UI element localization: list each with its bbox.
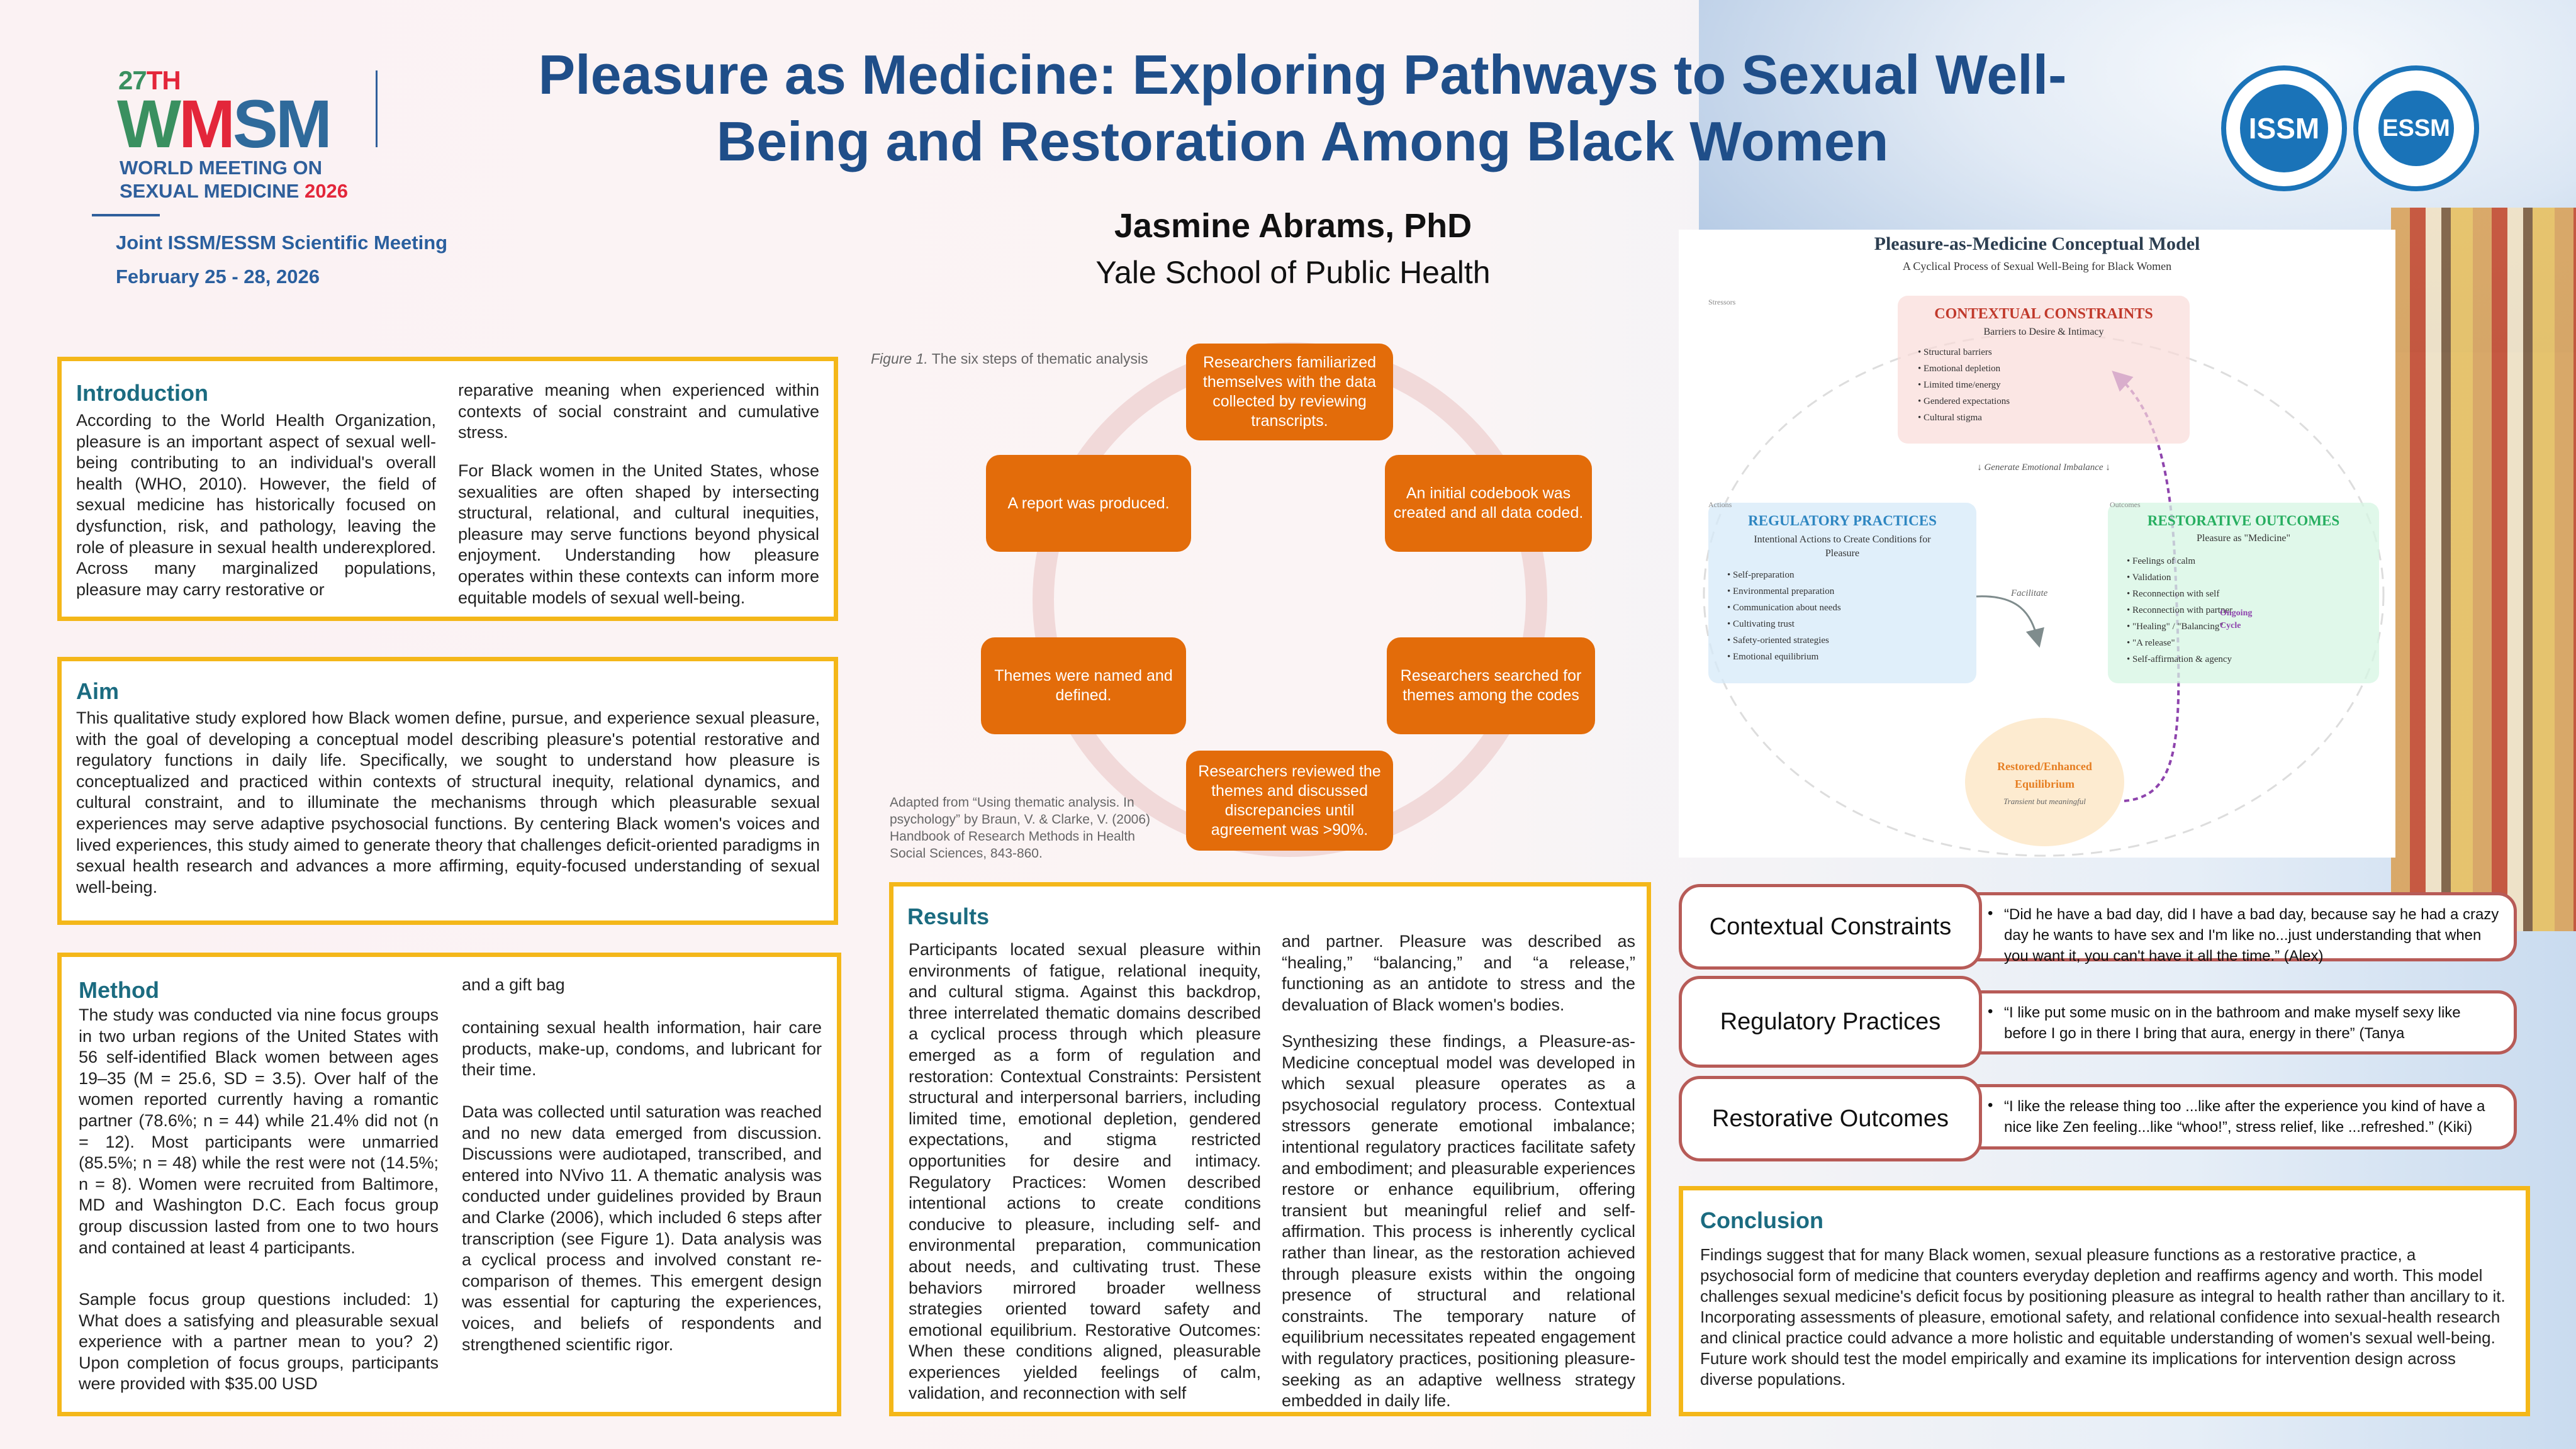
aim-section: Aim This qualitative study explored how … bbox=[57, 657, 838, 925]
actions-label: Actions bbox=[1708, 500, 1732, 509]
introduction-heading: Introduction bbox=[76, 380, 208, 406]
affiliation: Yale School of Public Health bbox=[1095, 255, 1491, 290]
essm-logo: ESSM bbox=[2353, 65, 2479, 191]
introduction-section: Introduction According to the World Heal… bbox=[57, 357, 838, 621]
method-col2a: and a gift bag bbox=[462, 975, 565, 994]
equilibrium-sub: Transient but meaningful bbox=[2003, 797, 2086, 806]
method-heading: Method bbox=[79, 977, 159, 1003]
regulatory-box: REGULATORY PRACTICES Intentional Actions… bbox=[1708, 503, 1976, 683]
logo-line1: WORLD MEETING ON bbox=[120, 157, 323, 179]
figure-caption-label: Figure 1. bbox=[871, 350, 928, 367]
regulatory-sub: Intentional Actions to Create Conditions… bbox=[1754, 534, 1931, 559]
meeting-dates: February 25 - 28, 2026 bbox=[116, 266, 320, 288]
theme-restorative: Restorative Outcomes bbox=[1679, 1076, 1982, 1161]
results-col1: Participants located sexual pleasure wit… bbox=[909, 940, 1261, 1403]
restorative-item: Reconnection with partner bbox=[2127, 602, 2373, 618]
author: Jasmine Abrams, PhD bbox=[1114, 207, 1472, 245]
restorative-sub: Pleasure as "Medicine" bbox=[2196, 533, 2290, 544]
ongoing-cycle-label: Ongoing Cycle bbox=[2220, 608, 2253, 630]
quote-restorative: “I like the release thing too ...like af… bbox=[1976, 1084, 2517, 1150]
restorative-item: Validation bbox=[2127, 569, 2373, 586]
regulatory-item: Emotional equilibrium bbox=[1727, 649, 1970, 665]
figure-source: Adapted from “Using thematic analysis. I… bbox=[890, 795, 1151, 861]
issm-logo: ISSM bbox=[2221, 65, 2347, 191]
results-col2a: and partner. Pleasure was described as “… bbox=[1282, 932, 1635, 1014]
equilibrium-circle: Restored/Enhanced Equilibrium Transient … bbox=[1965, 718, 2124, 846]
model-subtitle: A Cyclical Process of Sexual Well-Being … bbox=[1902, 260, 2172, 272]
method-section: Method The study was conducted via nine … bbox=[57, 953, 841, 1416]
conclusion-section: Conclusion Findings suggest that for man… bbox=[1679, 1186, 2530, 1416]
aim-heading: Aim bbox=[76, 678, 120, 704]
method-col1a: The study was conducted via nine focus g… bbox=[79, 1005, 439, 1257]
restorative-item: "Healing" / "Balancing" bbox=[2127, 618, 2373, 635]
method-col1b: Sample focus group questions included: 1… bbox=[79, 1290, 439, 1394]
step-5: Themes were named and defined. bbox=[981, 637, 1186, 734]
logo-year: 2026 bbox=[304, 180, 348, 202]
conclusion-text: Findings suggest that for many Black wom… bbox=[1700, 1245, 2506, 1389]
constraint-item: Gendered expectations bbox=[1918, 393, 2183, 410]
theme-contextual: Contextual Constraints bbox=[1679, 884, 1982, 970]
results-col2b: Synthesizing these findings, a Pleasure-… bbox=[1282, 1032, 1635, 1411]
quote-contextual: “Did he have a bad day, did I have a bad… bbox=[1976, 892, 2517, 965]
outcomes-label: Outcomes bbox=[2110, 500, 2141, 509]
step-3: Researchers searched for themes among th… bbox=[1387, 637, 1595, 734]
facilitate-arrow bbox=[1976, 595, 2044, 648]
restorative-item: Self-affirmation & agency bbox=[2127, 651, 2373, 668]
conclusion-heading: Conclusion bbox=[1700, 1207, 1823, 1233]
introduction-col2b: For Black women in the United States, wh… bbox=[458, 461, 819, 607]
theme-regulatory: Regulatory Practices bbox=[1679, 976, 1982, 1068]
step-1: Researchers familiarized themselves with… bbox=[1186, 344, 1393, 440]
facilitate-label: Facilitate bbox=[2011, 588, 2048, 598]
figure-caption: The six steps of thematic analysis bbox=[927, 350, 1148, 367]
introduction-col2a: reparative meaning when experienced with… bbox=[458, 381, 819, 442]
results-heading: Results bbox=[907, 904, 990, 929]
regulatory-item: Safety-oriented strategies bbox=[1727, 632, 1970, 649]
restorative-item: Feelings of calm bbox=[2127, 553, 2373, 569]
method-col2b: containing sexual health information, ha… bbox=[462, 1018, 822, 1080]
logo-line2: SEXUAL MEDICINE bbox=[120, 180, 300, 202]
meeting-name: Joint ISSM/ESSM Scientific Meeting bbox=[116, 232, 448, 254]
aim-text: This qualitative study explored how Blac… bbox=[76, 708, 820, 897]
constraints-sub: Barriers to Desire & Intimacy bbox=[1983, 327, 2104, 337]
equilibrium-title: Restored/Enhanced Equilibrium bbox=[1997, 760, 2092, 790]
thematic-analysis-figure: Figure 1. The six steps of thematic anal… bbox=[871, 337, 1643, 871]
regulatory-item: Self-preparation bbox=[1727, 567, 1970, 583]
step-2: An initial codebook was created and all … bbox=[1385, 455, 1592, 552]
constraints-title: CONTEXTUAL CONSTRAINTS bbox=[1934, 306, 2153, 322]
conceptual-model: Pleasure-as-Medicine Conceptual Model A … bbox=[1679, 230, 2395, 858]
regulatory-item: Cultivating trust bbox=[1727, 616, 1970, 632]
introduction-col1: According to the World Health Organizati… bbox=[76, 411, 436, 599]
stressors-label: Stressors bbox=[1708, 298, 1736, 306]
restorative-box: RESTORATIVE OUTCOMES Pleasure as "Medici… bbox=[2108, 503, 2379, 683]
model-title: Pleasure-as-Medicine Conceptual Model bbox=[1874, 233, 2200, 254]
regulatory-title: REGULATORY PRACTICES bbox=[1748, 513, 1937, 529]
regulatory-item: Environmental preparation bbox=[1727, 583, 1970, 600]
method-col2c: Data was collected until saturation was … bbox=[462, 1102, 822, 1354]
results-section: Results Participants located sexual plea… bbox=[889, 882, 1651, 1416]
constraint-item: Emotional depletion bbox=[1918, 361, 2183, 377]
regulatory-item: Communication about needs bbox=[1727, 600, 1970, 616]
quote-regulatory: “I like put some music on in the bathroo… bbox=[1976, 990, 2517, 1055]
background-city-photo bbox=[2391, 208, 2576, 931]
restorative-title: RESTORATIVE OUTCOMES bbox=[2147, 513, 2340, 529]
step-4: Researchers reviewed the themes and disc… bbox=[1186, 751, 1393, 851]
poster-title: Pleasure as Medicine: Exploring Pathways… bbox=[538, 43, 2067, 172]
generate-label: ↓ Generate Emotional Imbalance ↓ bbox=[1977, 462, 2110, 473]
step-6: A report was produced. bbox=[986, 455, 1191, 552]
constraint-item: Cultural stigma bbox=[1918, 410, 2183, 426]
constraint-item: Limited time/energy bbox=[1918, 377, 2183, 393]
constraint-item: Structural barriers bbox=[1918, 344, 2183, 361]
restorative-item: "A release" bbox=[2127, 635, 2373, 651]
restorative-item: Reconnection with self bbox=[2127, 586, 2373, 602]
constraints-box: CONTEXTUAL CONSTRAINTS Barriers to Desir… bbox=[1898, 296, 2190, 444]
